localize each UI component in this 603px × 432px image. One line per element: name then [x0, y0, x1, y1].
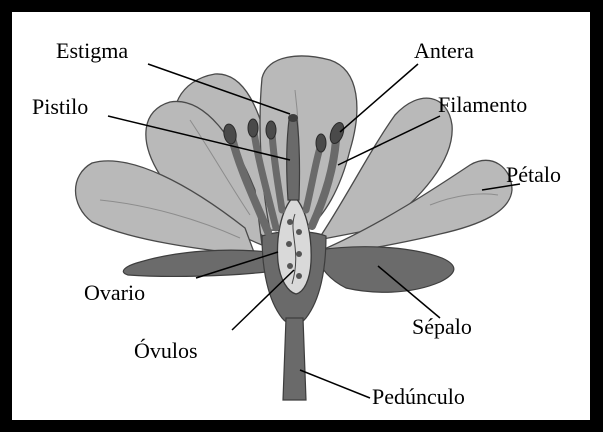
ovule: [296, 251, 302, 257]
ovule: [287, 263, 293, 269]
label-filamento: Filamento: [438, 92, 527, 117]
peduncle: [283, 318, 306, 400]
anther: [248, 119, 258, 137]
ovule: [296, 229, 302, 235]
label-ovario: Ovario: [84, 280, 145, 305]
ovule: [286, 241, 292, 247]
anther: [316, 134, 326, 152]
label-pedunculo: Pedúnculo: [372, 384, 465, 409]
label-estigma: Estigma: [56, 38, 128, 63]
ovule: [287, 219, 293, 225]
label-antera: Antera: [414, 38, 474, 63]
pistil: [287, 114, 300, 200]
label-petalo: Pétalo: [506, 162, 561, 187]
ovule: [296, 273, 302, 279]
stigma: [288, 114, 298, 122]
anther: [266, 121, 276, 139]
label-pistilo: Pistilo: [32, 94, 88, 119]
label-sepalo: Sépalo: [412, 314, 472, 339]
label-ovulos: Óvulos: [134, 338, 198, 363]
